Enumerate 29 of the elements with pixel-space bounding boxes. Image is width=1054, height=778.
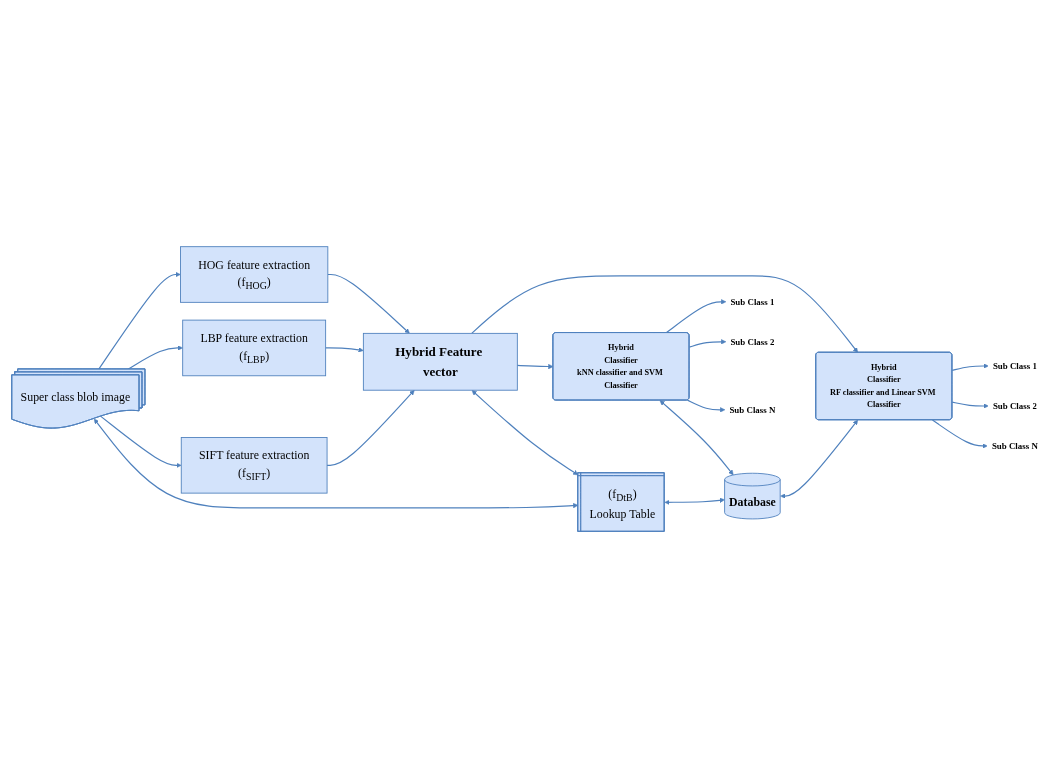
arrow: [780, 419, 859, 499]
arrow: [951, 363, 989, 371]
arrow: [325, 347, 364, 353]
arrow: [471, 390, 579, 476]
node-text: Sub Class N: [991, 441, 1038, 451]
arrow: [471, 275, 859, 353]
arrow: [931, 419, 988, 449]
arrow: [664, 497, 725, 505]
arrow: [688, 339, 727, 348]
arrow: [686, 399, 726, 413]
node-box: LBP feature extraction (f$_{LBP}$): [182, 319, 327, 377]
arrow: [100, 415, 182, 468]
arrow: [659, 400, 734, 476]
node-text: Sub Class N: [729, 404, 776, 415]
node-box: Hybrid Feature vector: [362, 332, 518, 391]
arrow: [326, 389, 415, 466]
node-text: Sub Class 2: [730, 336, 775, 347]
node-box: HOG feature extraction (f$_{HOG}$): [180, 246, 329, 303]
arrow: [665, 299, 727, 334]
arrow: [327, 273, 410, 334]
node-box: SIFT feature extraction (f$_{SIFT}$): [180, 437, 328, 494]
node-text: Sub Class 1: [730, 296, 775, 307]
node-text: Sub Class 2: [992, 401, 1037, 411]
arrow: [516, 363, 554, 370]
arrow: [951, 401, 989, 409]
arrow: [93, 418, 579, 509]
arrow: [98, 271, 181, 370]
node-text: Sub Class 1: [992, 361, 1037, 371]
arrow: [127, 345, 183, 370]
